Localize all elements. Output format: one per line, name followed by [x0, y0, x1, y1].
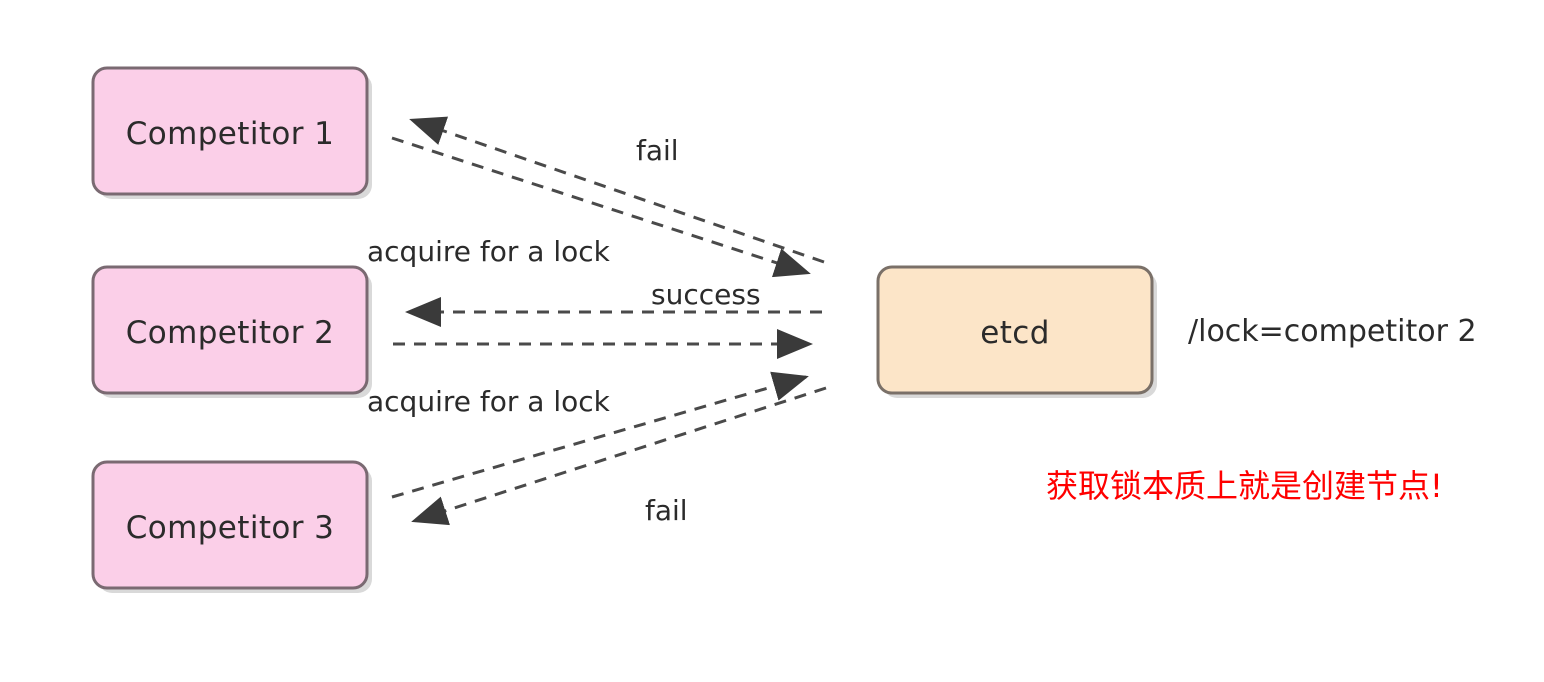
edge-label-acquire-top: acquire for a lock [367, 235, 611, 268]
edge-c3-response [411, 386, 827, 526]
node-label: Competitor 2 [126, 315, 335, 351]
edge-c1-response [409, 116, 825, 264]
annotation-chinese-note: 获取锁本质上就是创建节点! [1046, 467, 1443, 505]
node-rect[interactable] [91, 460, 369, 590]
edge-c1-request [391, 136, 811, 278]
node-competitor-1[interactable]: Competitor 1 [91, 66, 372, 199]
node-rect[interactable] [91, 265, 369, 395]
edge-label-fail-top: fail [636, 134, 679, 167]
node-rect[interactable] [876, 265, 1154, 395]
node-label: Competitor 1 [126, 116, 335, 152]
edge-label-fail-bottom: fail [645, 494, 688, 527]
node-label: etcd [980, 315, 1050, 351]
node-rect[interactable] [91, 66, 369, 196]
edge-label-acquire-bottom: acquire for a lock [367, 385, 611, 418]
edge-label-success: success [651, 278, 761, 311]
node-competitor-3[interactable]: Competitor 3 [91, 460, 372, 593]
node-competitor-2[interactable]: Competitor 2 [91, 265, 372, 398]
edge-c3-request [391, 371, 809, 499]
node-label: Competitor 3 [126, 510, 335, 546]
annotation-lock-key: /lock=competitor 2 [1188, 314, 1477, 349]
node-etcd[interactable]: etcd [876, 265, 1157, 398]
